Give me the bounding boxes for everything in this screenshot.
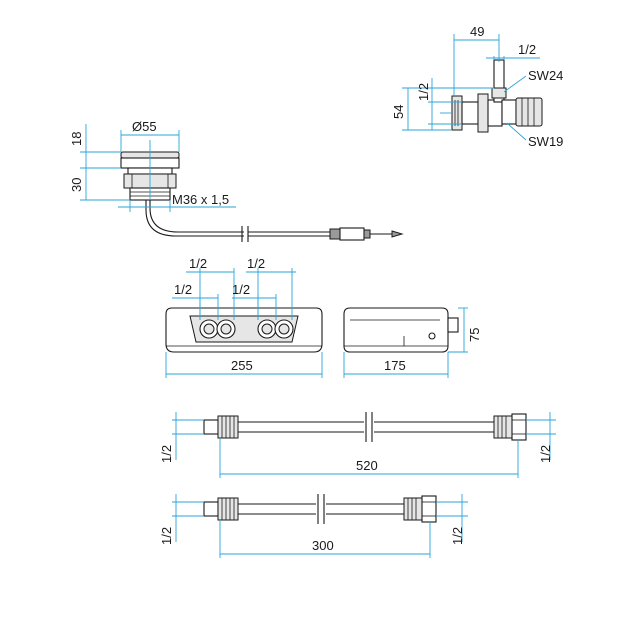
valve-sw19-label: SW19 <box>528 134 563 149</box>
long-hose-left-label: 1/2 <box>159 445 174 463</box>
valve-height-dimension: 54 <box>391 87 494 131</box>
valve-inlet-dimension: 1/2 <box>416 78 462 130</box>
angle-valve <box>440 40 543 133</box>
box-height-label: 75 <box>467 328 482 342</box>
button-thread-label: M36 x 1,5 <box>172 192 229 207</box>
box-upper-left-label: 1/2 <box>189 256 207 271</box>
valve-sw19-callout: SW19 <box>507 123 563 149</box>
box-length-label: 255 <box>231 358 253 373</box>
short-hose-left-label: 1/2 <box>159 527 174 545</box>
box-upper-right-label: 1/2 <box>247 256 265 271</box>
long-hose-right-dimension: 1/2 <box>526 412 556 463</box>
flush-button <box>120 140 404 242</box>
valve-inlet-label: 1/2 <box>416 83 431 101</box>
short-hose-length-label: 300 <box>312 538 334 553</box>
short-hose <box>203 494 437 524</box>
box-depth-label: 175 <box>384 358 406 373</box>
box-length-dimension: 255 <box>165 352 323 378</box>
long-hose-right-label: 1/2 <box>538 445 553 463</box>
button-thread-dimension: M36 x 1,5 <box>118 192 236 212</box>
box-side-view <box>343 307 459 353</box>
box-front-view <box>165 307 323 353</box>
box-lower-right-label: 1/2 <box>232 282 250 297</box>
box-lower-right-dimension: 1/2 <box>232 282 277 320</box>
valve-thread-dimension: 1/2 <box>486 42 540 60</box>
valve-height-label: 54 <box>391 105 406 119</box>
long-hose-left-dimension: 1/2 <box>159 412 204 463</box>
button-cap-label: 18 <box>69 132 84 146</box>
valve-width-dimension: 49 <box>453 24 500 96</box>
button-diameter-label: Ø55 <box>132 119 157 134</box>
short-hose-length-dimension: 300 <box>219 520 431 558</box>
box-depth-dimension: 175 <box>343 352 449 378</box>
short-hose-right-dimension: 1/2 <box>436 494 468 545</box>
valve-width-label: 49 <box>470 24 484 39</box>
button-diameter-dimension: Ø55 <box>120 119 180 152</box>
long-hose-length-label: 520 <box>356 458 378 473</box>
short-hose-left-dimension: 1/2 <box>159 494 204 545</box>
valve-sw24-callout: SW24 <box>503 68 563 93</box>
box-lower-left-label: 1/2 <box>174 282 192 297</box>
valve-thread-label: 1/2 <box>518 42 536 57</box>
long-hose-length-dimension: 520 <box>219 438 519 478</box>
box-height-dimension: 75 <box>448 307 482 353</box>
long-hose <box>203 412 527 442</box>
short-hose-right-label: 1/2 <box>450 527 465 545</box>
valve-sw24-label: SW24 <box>528 68 563 83</box>
button-body-label: 30 <box>69 178 84 192</box>
button-body-dimension: 30 <box>69 168 130 201</box>
button-cap-dimension: 18 <box>69 124 121 169</box>
box-lower-left-dimension: 1/2 <box>172 282 219 320</box>
